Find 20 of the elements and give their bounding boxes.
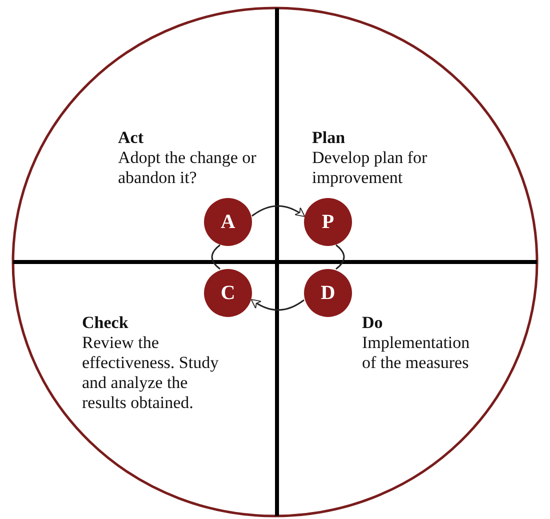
cycle-circle [204, 269, 252, 317]
quadrant-description: Implementation of the measures [362, 333, 471, 373]
quadrant-heading: Check [82, 313, 130, 333]
cycle-letter: P [322, 212, 334, 232]
quadrant-description: Develop plan for improvement [312, 148, 428, 188]
cycle-circle [304, 269, 352, 317]
cycle-letter: C [220, 283, 236, 303]
connector-line [336, 244, 345, 270]
cycle-circle [204, 198, 252, 246]
quadrant-heading: Do [362, 313, 384, 333]
connector-line [211, 244, 220, 270]
cycle-letter: D [320, 283, 336, 303]
arrow [250, 299, 304, 311]
cycle-letter: A [220, 212, 236, 232]
quadrant-description: Adopt the change or abandon it? [118, 148, 258, 188]
quadrant-heading: Act [118, 128, 144, 148]
quadrant-description: Review the effectiveness. Study and analyze the results obtained. [82, 333, 220, 413]
arrow [252, 205, 306, 217]
cycle-circle [304, 198, 352, 246]
quadrant-heading: Plan [312, 128, 346, 148]
